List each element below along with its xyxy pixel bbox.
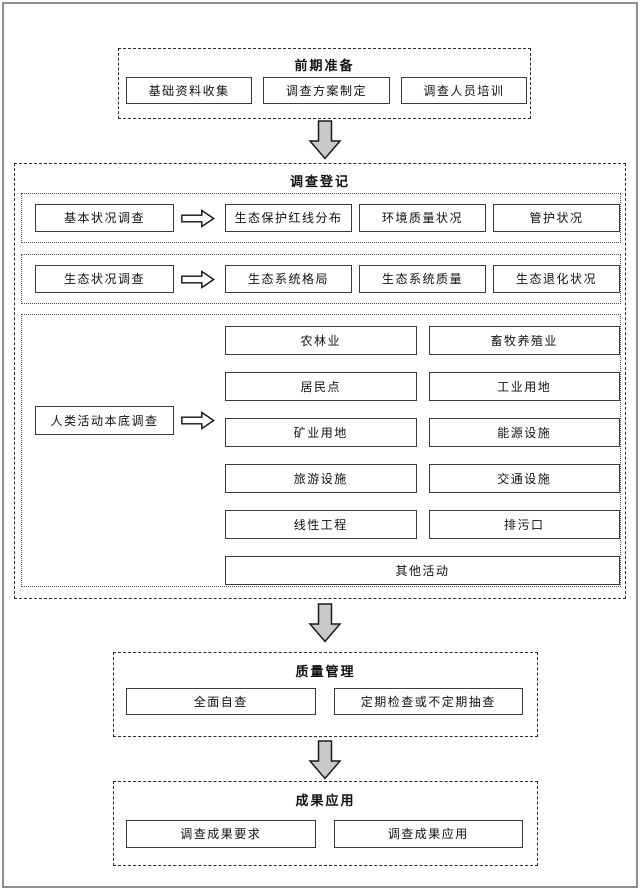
right-arrow-icon <box>181 270 215 289</box>
section-preparation-title: 前期准备 <box>294 58 355 73</box>
ecological-status-targets: 生态系统格局 生态系统质量 生态退化状况 <box>225 265 620 293</box>
node-energy-facilities: 能源设施 <box>428 418 620 447</box>
node-human-activity-baseline-survey: 人类活动本底调查 <box>35 406 174 435</box>
node-basic-data-collection: 基础资料收集 <box>126 77 253 104</box>
registration-row-ecological-status: 生态状况调查 生态系统格局 生态系统质量 生态退化状况 <box>21 254 621 304</box>
down-arrow-icon <box>308 120 342 160</box>
node-environmental-quality-status: 环境质量状况 <box>359 204 486 232</box>
node-livestock-breeding: 畜牧养殖业 <box>428 326 620 355</box>
node-sewage-outlets: 排污口 <box>428 510 620 539</box>
node-linear-projects: 线性工程 <box>225 510 417 539</box>
section-quality: 质量管理 全面自查 定期检查或不定期抽查 <box>113 652 538 737</box>
human-activity-targets: 农林业 畜牧养殖业 居民点 工业用地 矿业用地 能源设施 旅游设施 交通设施 线… <box>225 326 620 585</box>
section-registration: 调查登记 基本状况调查 生态保护红线分布 环境质量状况 管护状况 生态状况调查 … <box>14 163 626 599</box>
node-residential-areas: 居民点 <box>225 372 417 401</box>
preparation-items-row: 基础资料收集 调查方案制定 调查人员培训 <box>126 77 527 104</box>
node-basic-status-survey: 基本状况调查 <box>35 204 174 232</box>
registration-row-human-activity: 人类活动本底调查 农林业 畜牧养殖业 居民点 工业用地 矿业用地 能源设施 <box>21 314 621 587</box>
node-ecological-status-survey: 生态状况调查 <box>35 265 174 293</box>
section-quality-title: 质量管理 <box>295 664 356 679</box>
down-arrow-icon <box>308 603 342 643</box>
right-arrow-icon <box>181 209 215 228</box>
node-survey-plan-formulation: 调查方案制定 <box>263 77 390 104</box>
node-surveyor-training: 调查人员培训 <box>400 77 527 104</box>
basic-status-targets: 生态保护红线分布 环境质量状况 管护状况 <box>225 204 620 232</box>
node-ecosystem-pattern: 生态系统格局 <box>225 265 352 293</box>
node-ecosystem-quality: 生态系统质量 <box>359 265 486 293</box>
node-ecological-redline-distribution: 生态保护红线分布 <box>225 204 352 232</box>
registration-row-basic-status: 基本状况调查 生态保护红线分布 环境质量状况 管护状况 <box>21 193 621 243</box>
section-results-title: 成果应用 <box>295 793 356 808</box>
quality-items-row: 全面自查 定期检查或不定期抽查 <box>126 688 523 715</box>
section-results: 成果应用 调查成果要求 调查成果应用 <box>113 781 538 866</box>
node-periodic-or-random-inspection: 定期检查或不定期抽查 <box>333 688 523 715</box>
node-tourism-facilities: 旅游设施 <box>225 464 417 493</box>
node-comprehensive-self-inspection: 全面自查 <box>126 688 316 715</box>
section-registration-title: 调查登记 <box>289 174 350 189</box>
node-other-activities: 其他活动 <box>225 556 620 585</box>
node-agriculture-forestry: 农林业 <box>225 326 417 355</box>
node-survey-results-requirements: 调查成果要求 <box>126 820 316 848</box>
right-arrow-icon <box>181 411 215 430</box>
node-transport-facilities: 交通设施 <box>428 464 620 493</box>
results-items-row: 调查成果要求 调查成果应用 <box>126 820 523 848</box>
node-ecosystem-degradation-status: 生态退化状况 <box>493 265 620 293</box>
section-preparation: 前期准备 基础资料收集 调查方案制定 调查人员培训 <box>118 48 531 119</box>
node-industrial-land: 工业用地 <box>428 372 620 401</box>
node-mining-land: 矿业用地 <box>225 418 417 447</box>
node-management-protection-status: 管护状况 <box>493 204 620 232</box>
down-arrow-icon <box>308 740 342 780</box>
node-survey-results-application: 调查成果应用 <box>333 820 523 848</box>
